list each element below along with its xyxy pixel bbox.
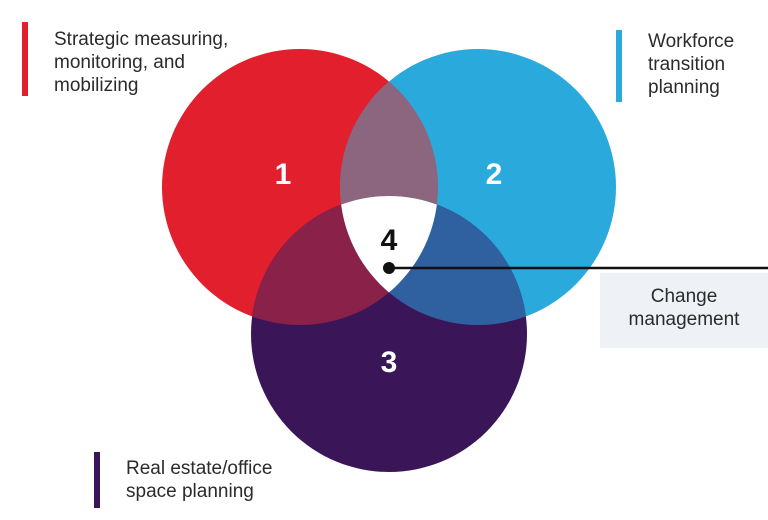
label-2: Workforce transition planning xyxy=(648,31,735,98)
overlap-1-3 xyxy=(251,196,438,325)
center-number: 4 xyxy=(381,224,398,257)
circle-1-number: 1 xyxy=(275,158,292,191)
label-3: Real estate/office space planning xyxy=(126,458,273,502)
overlap-2-3 xyxy=(340,196,527,325)
callout-label: Change management xyxy=(628,286,740,330)
label-3-bar xyxy=(94,452,100,508)
circle-2-number: 2 xyxy=(486,158,503,191)
circle-3-number: 3 xyxy=(381,346,398,379)
label-1: Strategic measuring, monitoring, and mob… xyxy=(54,29,229,96)
callout-box xyxy=(600,273,768,348)
callout-dot xyxy=(383,262,395,274)
label-1-bar xyxy=(22,22,28,96)
label-2-bar xyxy=(616,30,622,102)
